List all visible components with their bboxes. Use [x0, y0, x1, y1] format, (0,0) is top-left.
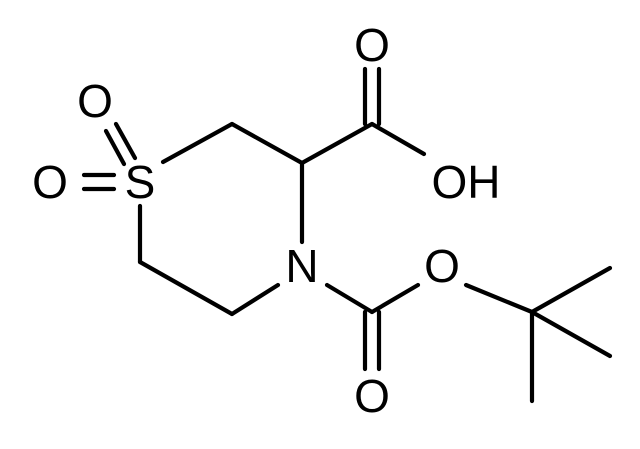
atom-o-ester: O	[424, 240, 460, 292]
bond-c-o-ester	[369, 282, 421, 315]
bond-n-c-carbamate	[324, 282, 375, 315]
atom-s-ring: S	[125, 156, 156, 208]
bond-s-o-top-a	[113, 121, 138, 161]
bond-n-ch2-bottom	[229, 282, 281, 317]
bond-ch2-c3	[229, 121, 305, 166]
atom-o-sulfonyl-left: O	[32, 156, 68, 208]
bond-o-c-tert	[463, 282, 535, 315]
bond-c3-cooh	[299, 121, 375, 166]
bond-ch2-ch2	[137, 259, 235, 317]
bond-c-methyl-right	[529, 309, 613, 359]
atom-o-carbamate-carbonyl: O	[354, 370, 390, 422]
bond-s-ch2-top	[160, 121, 235, 165]
bond-s-o-top-b	[103, 128, 127, 167]
atom-n-ring: N	[285, 240, 318, 292]
atom-o-sulfonyl-top: O	[77, 75, 113, 127]
bond-c-methyl-up	[529, 265, 613, 315]
atom-oh-acid: OH	[432, 156, 501, 208]
atom-o-acid-carbonyl: O	[354, 19, 390, 71]
bond-c-oh	[369, 121, 427, 157]
